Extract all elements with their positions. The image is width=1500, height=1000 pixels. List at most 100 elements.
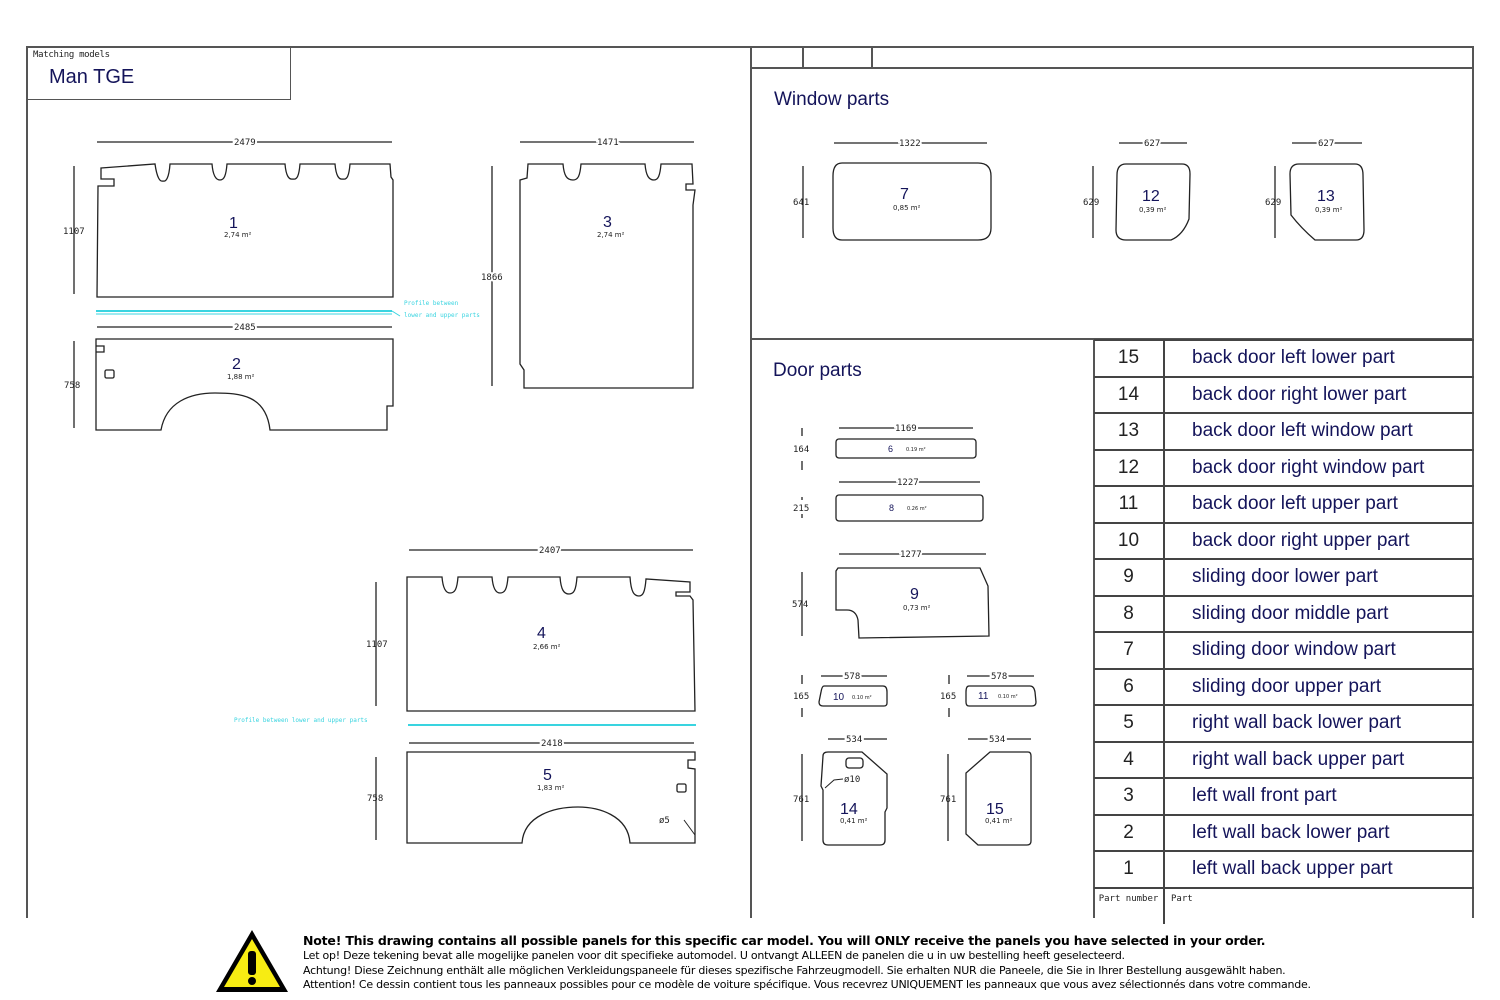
svg-text:12: 12 xyxy=(1142,188,1160,205)
panel-11 xyxy=(948,675,1037,717)
svg-text:534: 534 xyxy=(846,735,862,745)
matching-models-box: Matching models Man TGE xyxy=(26,46,291,100)
part-name: left wall back upper part xyxy=(1164,850,1474,888)
panel-10 xyxy=(801,675,888,717)
part-name: back door right window part xyxy=(1164,448,1474,486)
notice-de: Achtung! Diese Zeichnung enthält alle mö… xyxy=(303,963,1286,977)
part-name: back door left window part xyxy=(1164,412,1474,450)
part-number: 3 xyxy=(1094,777,1165,815)
svg-text:164: 164 xyxy=(793,445,809,455)
svg-text:ø10: ø10 xyxy=(844,775,860,785)
part-number: 15 xyxy=(1094,339,1165,377)
panel-12 xyxy=(1092,142,1191,241)
panel-7 xyxy=(802,142,992,241)
door-parts-title: Door parts xyxy=(773,360,862,381)
svg-text:2479: 2479 xyxy=(234,138,256,148)
part-name: sliding door window part xyxy=(1164,631,1474,669)
svg-text:641: 641 xyxy=(793,198,809,208)
svg-text:165: 165 xyxy=(793,692,809,702)
svg-text:6: 6 xyxy=(888,444,893,454)
svg-text:1471: 1471 xyxy=(597,138,619,148)
notice-en: Note! This drawing contains all possible… xyxy=(303,933,1266,948)
panel-1 xyxy=(73,141,401,317)
model-name: Man TGE xyxy=(49,66,135,88)
svg-text:8: 8 xyxy=(889,503,894,513)
svg-text:1169: 1169 xyxy=(895,424,917,434)
part-number: 12 xyxy=(1094,448,1165,486)
title-strip-cell-2 xyxy=(871,46,873,68)
svg-text:2: 2 xyxy=(232,356,241,373)
panel-5 xyxy=(375,742,696,844)
window-door-divider xyxy=(750,338,1474,340)
svg-text:627: 627 xyxy=(1144,139,1160,149)
svg-text:4: 4 xyxy=(537,625,546,642)
title-strip-cell-1 xyxy=(802,46,804,68)
svg-text:574: 574 xyxy=(792,600,808,610)
notice-nl: Let op! Deze tekening bevat alle mogelij… xyxy=(303,949,1125,962)
part-name: back door right upper part xyxy=(1164,521,1474,559)
frame-center-divider xyxy=(750,46,752,918)
svg-text:2,74 m²: 2,74 m² xyxy=(597,231,625,239)
svg-text:758: 758 xyxy=(64,381,80,391)
part-name: back door right lower part xyxy=(1164,375,1474,413)
svg-text:3: 3 xyxy=(603,214,612,231)
svg-text:13: 13 xyxy=(1317,188,1335,205)
window-parts-title: Window parts xyxy=(774,89,890,110)
warning-triangle-icon xyxy=(216,930,288,992)
svg-text:ø5: ø5 xyxy=(659,816,670,826)
svg-text:0.10 m²: 0.10 m² xyxy=(852,695,872,701)
notice-fr: Attention! Ce dessin contient tous les p… xyxy=(303,978,1311,991)
svg-text:761: 761 xyxy=(940,795,956,805)
svg-text:1322: 1322 xyxy=(899,139,921,149)
part-number: 8 xyxy=(1094,594,1165,632)
svg-text:7: 7 xyxy=(900,186,909,203)
part-name: back door left upper part xyxy=(1164,485,1474,523)
svg-text:0,39 m²: 0,39 m² xyxy=(1139,206,1167,214)
panel-14 xyxy=(801,738,888,846)
svg-text:534: 534 xyxy=(989,735,1005,745)
panel-13 xyxy=(1274,142,1365,241)
panel-4 xyxy=(375,549,696,726)
svg-text:0,41 m²: 0,41 m² xyxy=(985,817,1013,825)
svg-text:761: 761 xyxy=(793,795,809,805)
svg-text:9: 9 xyxy=(910,586,919,603)
panel-labels: 1 2,74 m² 2 1,88 m² 3 2,74 m² 4 2,66 m² … xyxy=(224,186,1343,825)
profile-notes: Profile between lower and upper parts Pr… xyxy=(234,300,480,724)
part-name: sliding door upper part xyxy=(1164,667,1474,705)
svg-text:627: 627 xyxy=(1318,139,1334,149)
svg-text:2418: 2418 xyxy=(541,739,563,749)
svg-text:15: 15 xyxy=(986,801,1004,818)
svg-text:lower and upper parts: lower and upper parts xyxy=(404,312,480,319)
svg-text:165: 165 xyxy=(940,692,956,702)
matching-models-caption: Matching models xyxy=(33,50,110,60)
svg-text:0,41 m²: 0,41 m² xyxy=(840,817,868,825)
svg-text:2,66 m²: 2,66 m² xyxy=(533,643,561,651)
part-name: sliding door middle part xyxy=(1164,594,1474,632)
svg-text:1: 1 xyxy=(229,215,238,232)
svg-text:1277: 1277 xyxy=(900,550,922,560)
part-name: sliding door lower part xyxy=(1164,558,1474,596)
part-number: 1 xyxy=(1094,850,1165,888)
svg-text:Profile between lower and uppe: Profile between lower and upper parts xyxy=(234,717,368,724)
part-name: back door left lower part xyxy=(1164,339,1474,377)
svg-text:5: 5 xyxy=(543,767,552,784)
svg-text:11: 11 xyxy=(978,691,989,702)
svg-text:1,83 m²: 1,83 m² xyxy=(537,784,565,792)
frame-left-border xyxy=(26,46,28,918)
part-name: left wall back lower part xyxy=(1164,813,1474,851)
header-part: Part xyxy=(1164,886,1474,924)
panel-6 xyxy=(801,427,977,470)
